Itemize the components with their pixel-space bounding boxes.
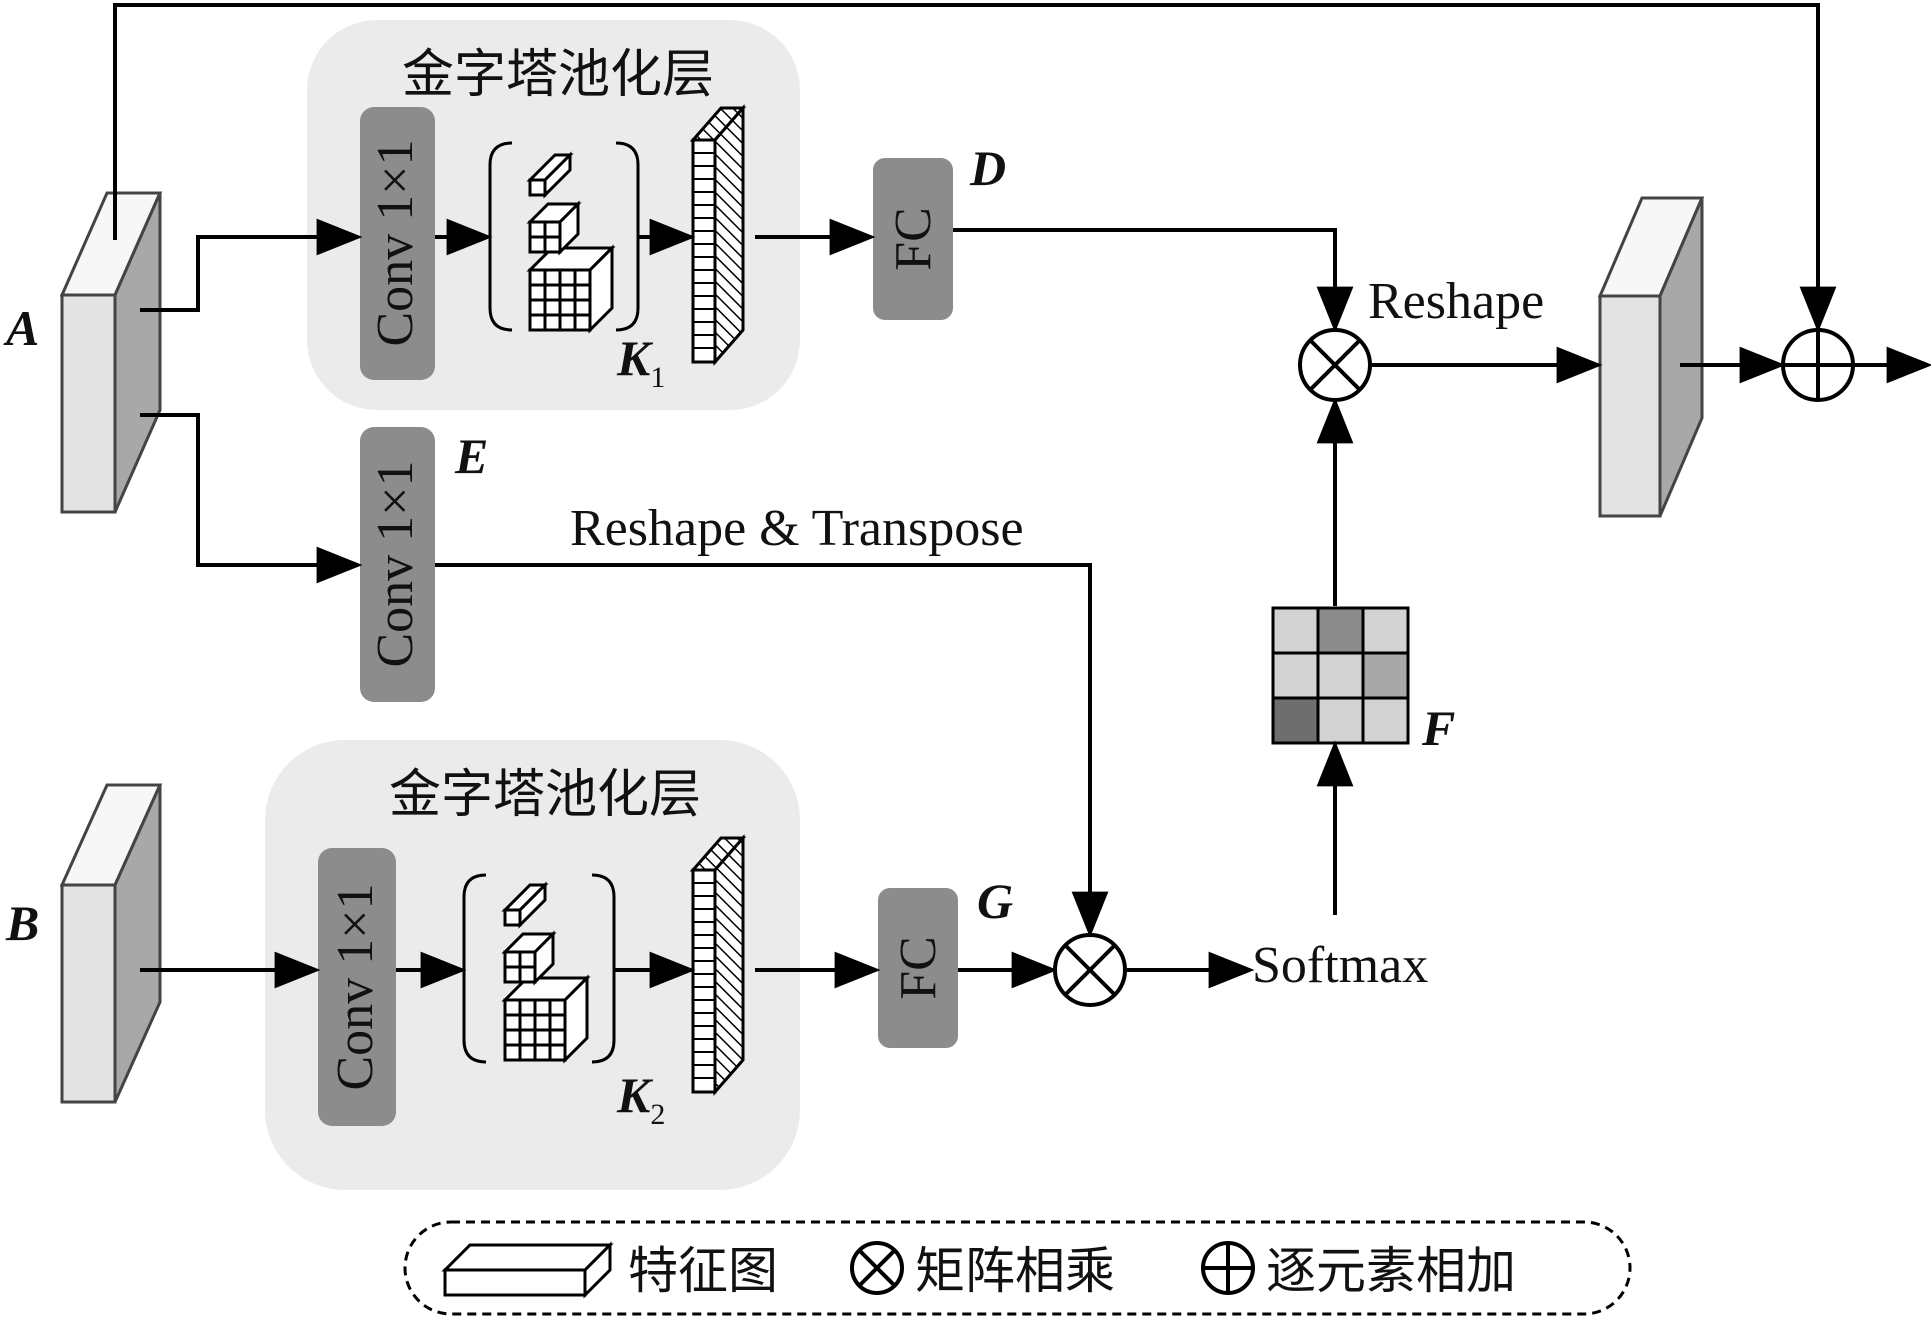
label-f: F bbox=[1421, 700, 1455, 756]
feature-map-a bbox=[59, 191, 163, 514]
softmax-label: Softmax bbox=[1252, 937, 1428, 994]
attention-matrix-f bbox=[1271, 606, 1410, 745]
matmul-operator-bottom bbox=[1053, 933, 1127, 1007]
label-k2: K2 bbox=[616, 1067, 665, 1131]
matmul-legend-icon bbox=[850, 1241, 904, 1295]
legend: 特征图 矩阵相乘 逐元素相加 bbox=[403, 1220, 1632, 1316]
feature-map-legend-icon bbox=[441, 1241, 614, 1299]
label-g: G bbox=[977, 873, 1013, 929]
svg-text:Conv 1×1: Conv 1×1 bbox=[367, 460, 424, 667]
svg-text:FC: FC bbox=[890, 936, 947, 1000]
label-a: A bbox=[3, 300, 39, 356]
feature-map-b bbox=[59, 783, 163, 1104]
legend-add-label: 逐元素相加 bbox=[1266, 1242, 1516, 1300]
conv-module-e: Conv 1×1 bbox=[360, 427, 435, 702]
legend-feature-map-label: 特征图 bbox=[628, 1242, 778, 1300]
matmul-operator-top bbox=[1298, 328, 1372, 402]
label-b: B bbox=[5, 895, 39, 951]
svg-text:Conv 1×1: Conv 1×1 bbox=[327, 883, 384, 1090]
fc-module-top: FC bbox=[873, 158, 953, 320]
fc-module-bottom: FC bbox=[878, 888, 958, 1048]
pooled-vector-top bbox=[689, 104, 747, 366]
feature-map-output bbox=[1597, 196, 1705, 518]
legend-border bbox=[403, 1220, 1632, 1316]
connectors bbox=[113, 3, 1931, 989]
label-d: D bbox=[969, 140, 1006, 196]
add-operator bbox=[1781, 328, 1855, 402]
add-legend-icon bbox=[1201, 1241, 1255, 1295]
reshape-label: Reshape bbox=[1368, 273, 1544, 330]
label-k1: K1 bbox=[616, 330, 665, 394]
svg-text:Conv 1×1: Conv 1×1 bbox=[367, 139, 424, 346]
label-e: E bbox=[454, 428, 488, 484]
reshape-transpose-label: Reshape & Transpose bbox=[570, 500, 1024, 557]
conv-module-bottom: Conv 1×1 bbox=[318, 848, 396, 1126]
legend-matmul-label: 矩阵相乘 bbox=[915, 1242, 1115, 1300]
conv-module-top: Conv 1×1 bbox=[360, 107, 435, 380]
svg-text:FC: FC bbox=[885, 207, 942, 271]
pooled-vector-bottom bbox=[689, 834, 747, 1096]
pyramid-title-bottom: 金字塔池化层 bbox=[389, 765, 701, 825]
pyramid-title-top: 金字塔池化层 bbox=[402, 45, 714, 105]
